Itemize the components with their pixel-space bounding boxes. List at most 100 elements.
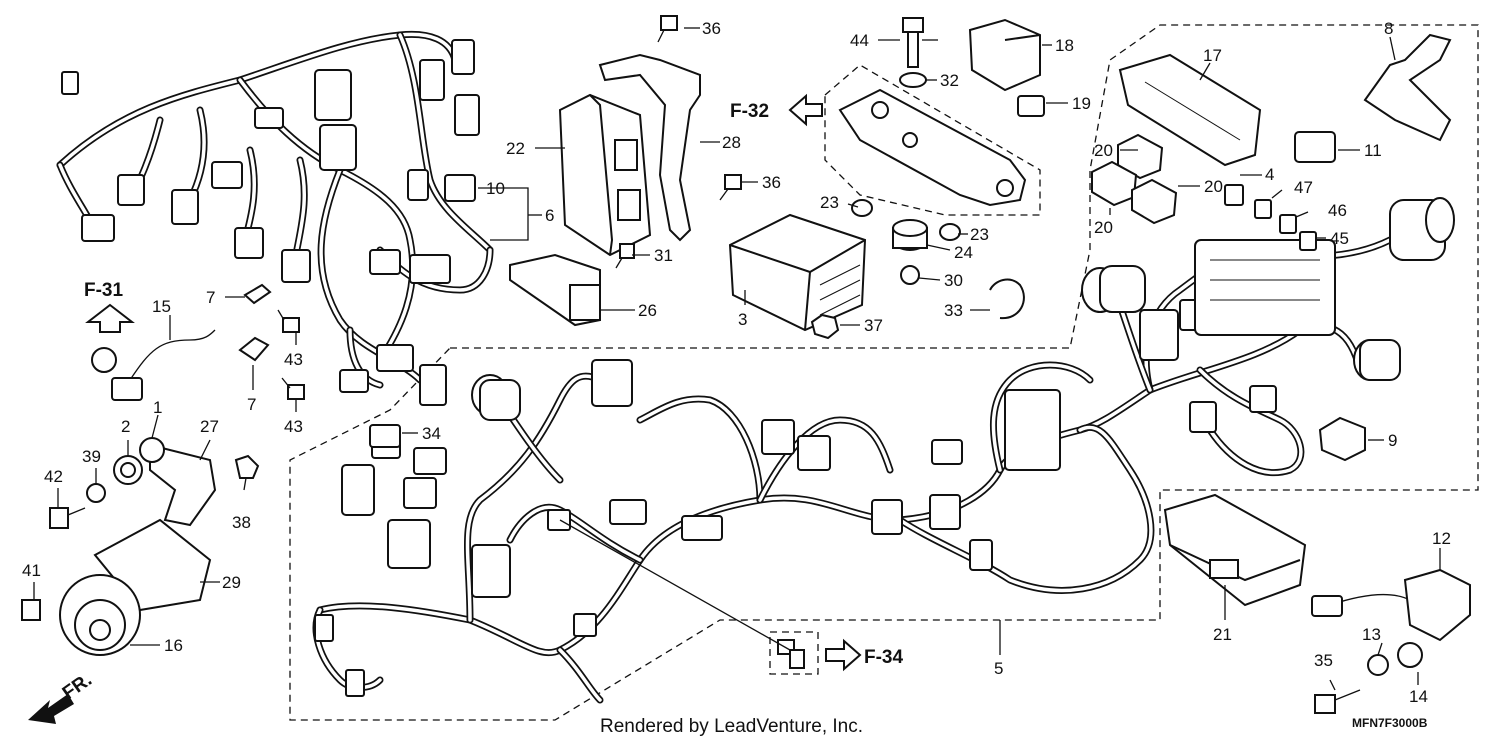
- connector-11: [1294, 131, 1336, 163]
- callout-43b: 43: [284, 417, 303, 436]
- grommet-14: [1397, 642, 1423, 668]
- callout-37: 37: [864, 316, 883, 335]
- part-26-holder: [509, 253, 601, 327]
- fuse-45: [1299, 231, 1317, 251]
- callout-10: 10: [486, 179, 505, 198]
- front-harness-connectors: [61, 39, 480, 406]
- callout-5: 5: [994, 659, 1003, 678]
- callout-23a: 23: [820, 193, 839, 212]
- ref-f32: F-32: [730, 101, 769, 122]
- callout-35: 35: [1314, 651, 1333, 670]
- callout-4: 4: [1265, 165, 1274, 184]
- callout-20a: 20: [1094, 141, 1113, 160]
- callout-9: 9: [1388, 431, 1397, 450]
- bolt-44-washer-32: [899, 17, 927, 88]
- connector-34: [369, 424, 401, 448]
- clamp-33: [989, 278, 1025, 320]
- callout-39: 39: [82, 447, 101, 466]
- callout-7a: 7: [206, 288, 215, 307]
- main-harness-connectors: [314, 197, 1455, 697]
- cover-8: [1363, 33, 1452, 142]
- cover-17: [1118, 53, 1262, 167]
- fuse-4: [1224, 184, 1244, 206]
- f34-right-arrow: [825, 638, 862, 672]
- callout-11: 11: [1364, 141, 1382, 160]
- washer-13: [1367, 654, 1389, 676]
- grommet-24-collar-30: [892, 219, 928, 285]
- upper-right-group-outline: [289, 24, 1479, 721]
- callout-17: 17: [1203, 46, 1222, 65]
- callout-31: 31: [654, 246, 673, 265]
- ecu-module: [558, 93, 652, 257]
- screw-43a: [277, 309, 300, 333]
- bolt-36a: [657, 15, 678, 43]
- callout-30: 30: [944, 271, 963, 290]
- front-direction-arrow: [28, 694, 74, 724]
- callout-19: 19: [1072, 94, 1091, 113]
- bolt-31: [615, 243, 635, 269]
- bolt-f34-outline: [769, 631, 819, 675]
- f31-up-arrow: [85, 303, 135, 333]
- callout-41: 41: [22, 561, 41, 580]
- clip-7b: [238, 336, 270, 362]
- callout-44: 44: [850, 31, 869, 50]
- relay-18: [968, 18, 1041, 92]
- callout-38: 38: [232, 513, 251, 532]
- callout-32: 32: [940, 71, 959, 90]
- callout-36b: 36: [762, 173, 781, 192]
- callout-16: 16: [164, 636, 183, 655]
- sensor-12: [1311, 568, 1471, 642]
- callout-labels: 36 44 32 18 19 17 8 11 20 20 20 4 47 46 …: [22, 19, 1451, 706]
- callout-26: 26: [638, 301, 657, 320]
- clip-7a: [243, 283, 272, 305]
- callout-42: 42: [44, 467, 63, 486]
- callout-6: 6: [545, 206, 554, 225]
- callout-7b: 7: [247, 395, 256, 414]
- bolt-35: [1314, 689, 1361, 714]
- clip-19: [1017, 95, 1045, 117]
- group-outlines: [289, 24, 1479, 721]
- grommet-23b: [939, 223, 961, 241]
- callout-36a: 36: [702, 19, 721, 38]
- f32-left-arrow: [788, 93, 823, 127]
- callout-12: 12: [1432, 529, 1451, 548]
- horn-assembly: [21, 437, 260, 656]
- reference-labels: F-31 F-32 F-34 FR.: [59, 101, 904, 704]
- callout-20c: 20: [1094, 218, 1113, 237]
- fuse-46: [1279, 214, 1297, 234]
- callout-23b: 23: [970, 225, 989, 244]
- credit-text: Rendered by LeadVenture, Inc.: [600, 716, 863, 737]
- relay-20c: [1131, 178, 1178, 225]
- callout-1: 1: [153, 398, 162, 417]
- diagram-code: MFN7F3000B: [1352, 716, 1428, 730]
- regulator-rectifier: [728, 213, 867, 332]
- callout-45: 45: [1330, 229, 1349, 248]
- callout-46: 46: [1328, 201, 1347, 220]
- callout-27: 27: [200, 417, 219, 436]
- callout-24: 24: [954, 243, 973, 262]
- nut-37: [810, 313, 840, 340]
- callout-8: 8: [1384, 19, 1393, 38]
- leader-lines: [33, 27, 1441, 691]
- callout-14: 14: [1409, 687, 1428, 706]
- callout-34: 34: [422, 424, 441, 443]
- callout-3: 3: [738, 310, 747, 329]
- ref-f34: F-34: [864, 647, 904, 668]
- bolt-36b: [719, 174, 742, 201]
- callout-47: 47: [1294, 178, 1313, 197]
- callout-13: 13: [1362, 625, 1381, 644]
- fuse-box: [1194, 239, 1336, 336]
- callout-20b: 20: [1204, 177, 1223, 196]
- mounting-bracket: [838, 88, 1027, 207]
- callout-18: 18: [1055, 36, 1074, 55]
- callout-22: 22: [506, 139, 525, 158]
- callout-21: 21: [1213, 625, 1232, 644]
- ecu-bracket: [598, 53, 701, 242]
- bolt-f34: [777, 639, 805, 669]
- sensor-9: [1318, 416, 1366, 462]
- callout-28: 28: [722, 133, 741, 152]
- callout-33: 33: [944, 301, 963, 320]
- connector-10: [444, 174, 476, 202]
- battery-box-21: [1163, 493, 1307, 607]
